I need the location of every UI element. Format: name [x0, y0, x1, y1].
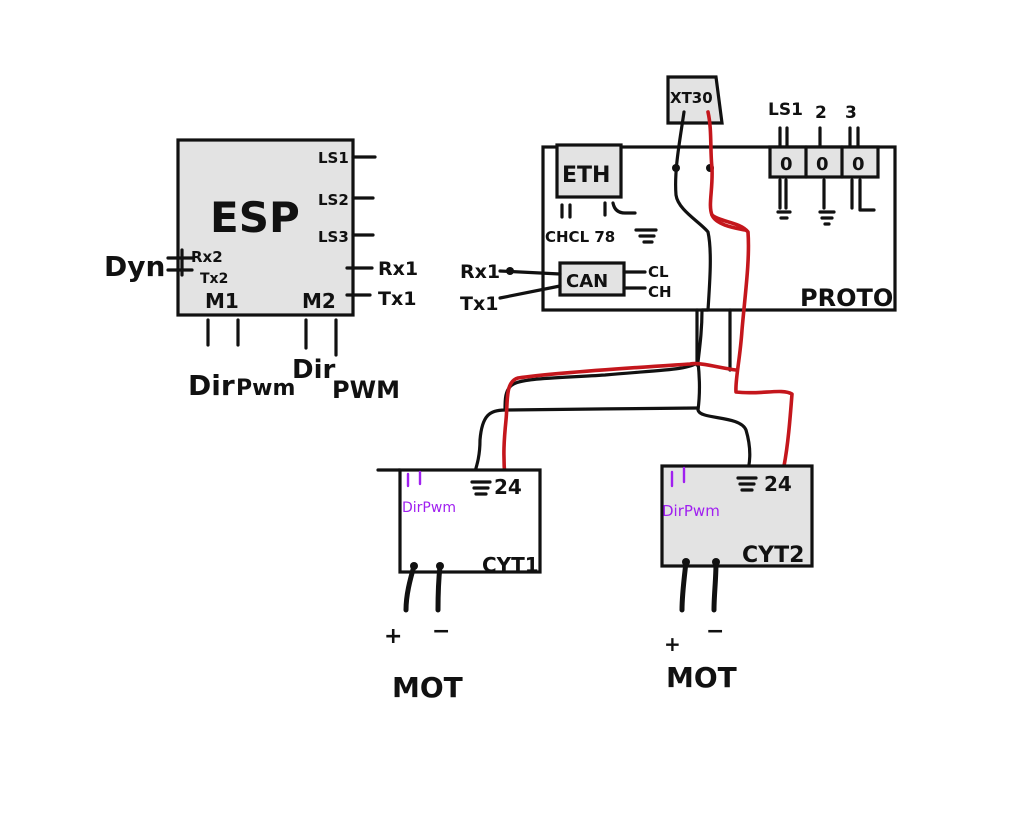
cyt2-motor-label: MOT [666, 661, 737, 694]
cyt1-block: 24 DirPwm CYT1 + − MOT [376, 468, 542, 704]
switch-label-ls1: LS1 [768, 100, 803, 120]
can-module [558, 261, 626, 297]
esp-pin-ls1: LS1 [318, 149, 349, 167]
cyt2-signals: DirPwm [662, 502, 720, 520]
proto-title: PROTO [800, 284, 893, 312]
cyt2-title: CYT2 [742, 543, 804, 568]
cyt2-power: 24 [764, 472, 792, 496]
switch-label-3: 3 [845, 103, 857, 123]
switch-2-symbol: 0 [816, 154, 829, 175]
esp-block: ESP LS1 LS2 LS3 Rx1 Tx1 Rx2 Tx2 Dyn M1 M… [104, 138, 418, 404]
power-wire [706, 110, 794, 468]
cyt1-polarity-plus: + [384, 624, 402, 649]
esp-box [176, 138, 355, 317]
cyt1-power: 24 [494, 475, 522, 499]
esp-pin-tx1: Tx1 [378, 288, 416, 310]
cyt2-polarity-plus: + [664, 632, 681, 656]
esp-port-m2: M2 [302, 289, 336, 313]
esp-pin-ls3: LS3 [318, 228, 349, 246]
eth-label: ETH [562, 163, 610, 188]
can-ch: CH [648, 283, 672, 301]
can-label: CAN [566, 271, 608, 292]
esp-pin-ls2: LS2 [318, 191, 349, 209]
cyt1-signals: DirPwm [402, 500, 456, 516]
cyt1-polarity-minus: − [432, 619, 450, 644]
esp-port-m1: M1 [205, 289, 239, 313]
ground-wire [470, 110, 712, 484]
can-cl: CL [648, 263, 669, 281]
eth-module [555, 143, 623, 199]
proto-tx1: Tx1 [460, 293, 498, 315]
esp-m2-pwm: PWM [332, 376, 400, 404]
switch-1-symbol: 0 [780, 154, 793, 175]
dyn-label: Dyn [104, 250, 165, 283]
esp-m1-dir: Dir [188, 369, 235, 402]
cyt2-box [660, 464, 814, 568]
proto-notes: CHCL 78 [545, 228, 615, 246]
switch-block [768, 145, 880, 179]
xt30-label: XT30 [670, 89, 713, 107]
switch-label-2: 2 [815, 103, 827, 123]
cyt1-motor-label: MOT [392, 671, 463, 704]
cyt2-block: 24 DirPwm CYT2 + − MOT [660, 464, 814, 694]
esp-title: ESP [210, 193, 300, 242]
cyt1-title: CYT1 [482, 553, 539, 577]
cyt1-box [398, 468, 542, 574]
esp-pin-rx1: Rx1 [378, 258, 418, 280]
switch-3-symbol: 0 [852, 154, 865, 175]
wires [470, 110, 794, 484]
esp-m2-dir: Dir [292, 355, 335, 385]
esp-pin-rx2: Rx2 [191, 248, 223, 266]
cyt2-polarity-minus: − [706, 619, 724, 644]
esp-pin-tx2: Tx2 [200, 271, 228, 287]
proto-rx1: Rx1 [460, 261, 500, 283]
esp-m1-pwm: Pwm [236, 376, 295, 401]
